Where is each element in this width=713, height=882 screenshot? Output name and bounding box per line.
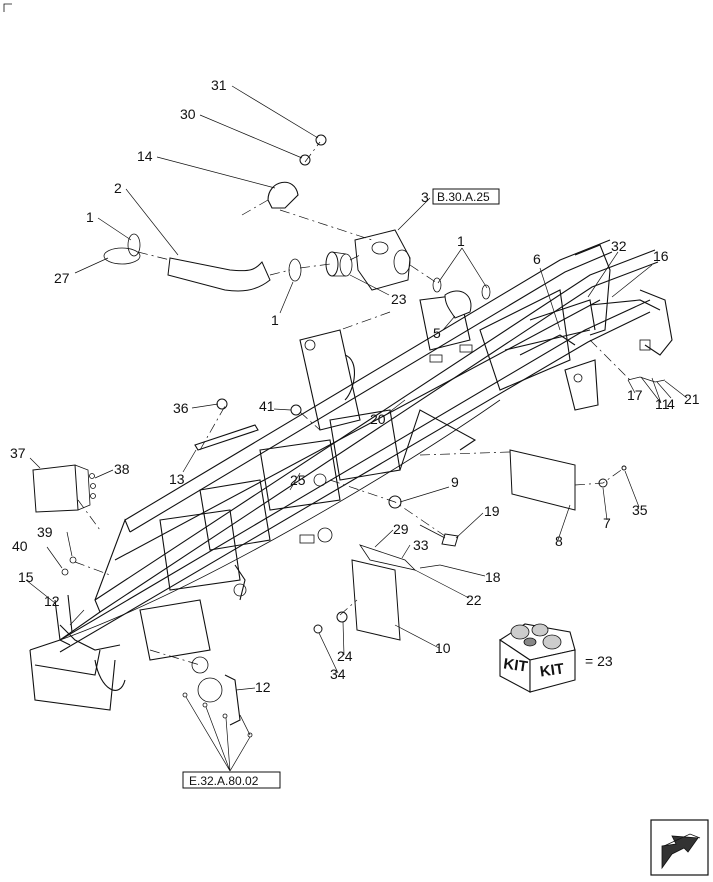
callout-7: 7 bbox=[603, 515, 611, 531]
callout-40: 40 bbox=[12, 538, 28, 554]
callout-21: 21 bbox=[684, 391, 700, 407]
callout-11: 11 bbox=[655, 396, 670, 412]
callout-14: 14 bbox=[137, 148, 153, 164]
kit-box-icon: KIT KIT bbox=[498, 623, 576, 693]
callout-2: 2 bbox=[114, 180, 122, 196]
callout-5: 5 bbox=[433, 325, 441, 341]
callout-22: 22 bbox=[466, 592, 482, 608]
callout-29: 29 bbox=[393, 521, 409, 537]
callout-18: 18 bbox=[485, 569, 501, 585]
callout-19: 19 bbox=[484, 503, 500, 519]
callout-1-right: 1 bbox=[457, 233, 465, 249]
callout-31: 31 bbox=[211, 77, 227, 93]
callout-3: 3 bbox=[421, 189, 429, 205]
callout-labels: 31 30 14 2 3 1 27 23 1 1 5 6 32 16 36 41… bbox=[10, 77, 700, 695]
callout-12-front: 12 bbox=[44, 593, 60, 609]
callout-17: 17 bbox=[627, 387, 643, 403]
reference-box-top[interactable]: B.30.A.25 bbox=[432, 188, 500, 205]
reference-box-bottom-label: E.32.A.80.02 bbox=[189, 774, 259, 788]
kit-label-right: KIT bbox=[539, 660, 565, 680]
callout-27: 27 bbox=[54, 270, 70, 286]
relation-lines bbox=[74, 141, 631, 666]
kit-label-left: KIT bbox=[502, 655, 528, 675]
callout-32: 32 bbox=[611, 238, 627, 254]
callout-35: 35 bbox=[632, 502, 648, 518]
callout-10: 10 bbox=[435, 640, 451, 656]
callout-12-lower: 12 bbox=[255, 679, 271, 695]
callout-9: 9 bbox=[451, 474, 459, 490]
callout-23: 23 bbox=[391, 291, 407, 307]
callout-34: 34 bbox=[330, 666, 346, 682]
page-turn-arrow-icon[interactable] bbox=[650, 819, 709, 876]
callout-24: 24 bbox=[337, 648, 353, 664]
callout-38: 38 bbox=[114, 461, 130, 477]
crop-mark bbox=[3, 3, 12, 12]
callout-4: 4 bbox=[667, 396, 675, 412]
callout-36: 36 bbox=[173, 400, 189, 416]
callout-1-left: 1 bbox=[86, 209, 94, 225]
callout-30: 30 bbox=[180, 106, 196, 122]
callout-20: 20 bbox=[370, 411, 386, 427]
callout-13: 13 bbox=[169, 471, 185, 487]
callout-39: 39 bbox=[37, 524, 53, 540]
callout-8: 8 bbox=[555, 533, 563, 549]
reference-box-bottom[interactable]: E.32.A.80.02 bbox=[182, 771, 281, 789]
callout-15: 15 bbox=[18, 569, 34, 585]
reference-box-top-label: B.30.A.25 bbox=[437, 190, 490, 204]
callout-6: 6 bbox=[533, 251, 541, 267]
callout-37: 37 bbox=[10, 445, 26, 461]
callout-25: 25 bbox=[290, 472, 306, 488]
loose-parts bbox=[32, 134, 666, 738]
callout-1-middle: 1 bbox=[271, 312, 279, 328]
leader-lines bbox=[25, 85, 688, 772]
callout-16: 16 bbox=[653, 248, 669, 264]
kit-equals-label: = 23 bbox=[585, 653, 613, 669]
callout-33: 33 bbox=[413, 537, 429, 553]
callout-41: 41 bbox=[259, 398, 275, 414]
